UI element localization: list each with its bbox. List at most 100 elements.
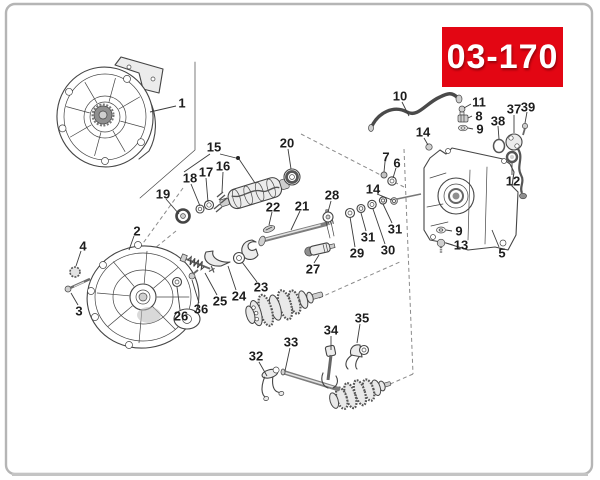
part-32-fork [261, 366, 285, 401]
part-3-stud [64, 277, 91, 293]
callout-36: 36 [194, 302, 208, 317]
leader-line-10 [401, 101, 410, 117]
part-2-cover [86, 241, 201, 349]
callout-3: 3 [75, 304, 82, 319]
leader-line-6 [392, 167, 397, 179]
leader-line-3 [70, 292, 79, 306]
leader-line-23 [241, 261, 258, 283]
part-38-oring [492, 138, 506, 154]
callout-34: 34 [324, 323, 339, 338]
callout-17: 17 [199, 165, 213, 180]
callout-18: 18 [183, 171, 197, 186]
callout-11: 11 [472, 95, 486, 110]
leader-line-27 [313, 254, 320, 264]
leader-line-30 [372, 208, 386, 245]
part-31-washer-left [356, 203, 366, 214]
part-6-ring [387, 176, 397, 186]
part-16-pin-hatches [213, 191, 228, 213]
callout-2: 2 [133, 224, 140, 239]
callout-28: 28 [325, 188, 339, 203]
part-37-cable-guide [505, 133, 527, 200]
leader-line-16 [221, 171, 224, 193]
leader-line-17 [205, 177, 209, 203]
part-13-bolt [436, 238, 446, 253]
callout-14: 14 [366, 182, 381, 197]
callout-9: 9 [476, 122, 483, 137]
part-20-bearing [283, 168, 301, 186]
leader-line-9 [467, 127, 474, 130]
callout-10: 10 [393, 89, 407, 104]
leader-line-14 [423, 137, 429, 146]
part-1-boundary [139, 61, 196, 199]
leader-line-35 [356, 323, 361, 344]
part-35-fork [345, 344, 370, 370]
leader-line-4 [75, 250, 82, 267]
part-29-washer [344, 207, 356, 219]
part-9-washer-bottom [436, 226, 446, 234]
leader-line-28 [327, 200, 332, 213]
leader-line-14 [376, 193, 393, 201]
part-33-fork-rod [280, 368, 341, 392]
callout-23: 23 [254, 280, 268, 295]
part-14-nut-lower [390, 197, 398, 205]
cover-bolt-ears [87, 241, 142, 349]
part-7-ball [380, 171, 388, 179]
callout-30: 30 [381, 243, 395, 258]
leader-line-11 [463, 103, 472, 109]
leader-line-31 [382, 203, 393, 224]
callout-20: 20 [280, 136, 294, 151]
callout-4: 4 [79, 239, 87, 254]
leader-line-36 [191, 279, 200, 304]
callout-9: 9 [455, 224, 462, 239]
frame-border [4, 2, 594, 476]
callout-31: 31 [388, 222, 402, 237]
part-26-washer [171, 276, 183, 288]
leader-line-22 [268, 211, 273, 226]
part-22-clip [262, 225, 276, 233]
leader-line-5 [491, 229, 500, 248]
callout-31: 31 [361, 230, 375, 245]
callout-27: 27 [306, 262, 320, 277]
callout-19: 19 [156, 187, 170, 202]
leader-line-7 [383, 161, 386, 173]
callout-13: 13 [454, 238, 468, 253]
callout-15: 15 [207, 140, 221, 155]
part-17-ring [203, 199, 215, 211]
part-9-washer-top [458, 124, 468, 132]
leader-line-13 [445, 242, 454, 246]
callout-5: 5 [498, 246, 505, 261]
part-31-washer-right [378, 196, 388, 205]
callout-32: 32 [249, 349, 263, 364]
leader-line-2 [128, 235, 135, 251]
leader-line-31 [360, 212, 367, 232]
leader-line-25 [204, 272, 218, 296]
leader-line-38 [497, 125, 500, 140]
washer-row-29-31-30-31-14 [344, 193, 422, 219]
callout-12: 12 [506, 174, 520, 189]
housing-bolt-ears [58, 75, 145, 165]
part-4-nut [69, 266, 81, 278]
part-27-plunger [304, 242, 336, 257]
callout-37: 37 [507, 102, 521, 117]
part-8-fitting [457, 114, 469, 123]
part-19-bearing [175, 208, 191, 224]
part-34-fork [321, 344, 338, 389]
part-36-screw [188, 269, 199, 280]
leader-line-29 [349, 216, 356, 248]
cover-web [96, 250, 190, 344]
part-30-washer [367, 199, 377, 210]
page-code-text: 03-170 [446, 38, 559, 76]
callout-26: 26 [174, 309, 188, 324]
leader-line-39 [524, 111, 528, 124]
callout-6: 6 [393, 156, 400, 171]
part-12-grommet [505, 150, 519, 164]
part-23-washer [232, 251, 246, 265]
callout-25: 25 [213, 294, 227, 309]
callout-16: 16 [216, 159, 230, 174]
leader-line-32 [258, 361, 268, 377]
part-14-nut-upper [425, 143, 433, 151]
part-10-breather-hose [368, 92, 463, 132]
leader-line-1 [149, 105, 177, 113]
